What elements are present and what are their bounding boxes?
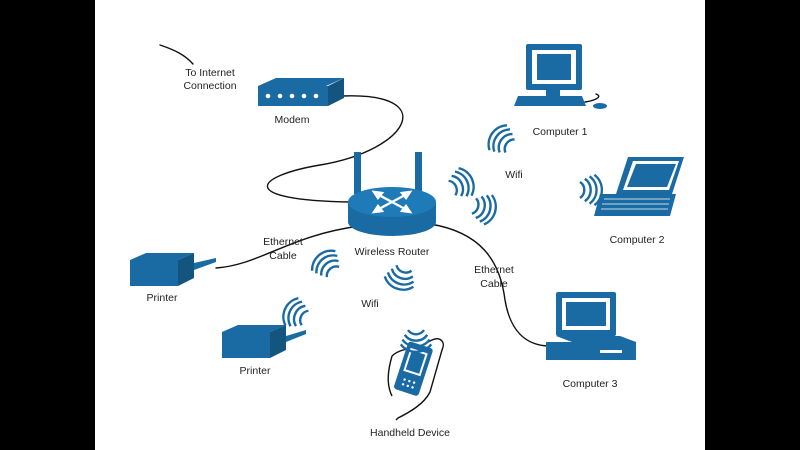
ethernet-left-label-line1: Ethernet [263, 236, 303, 248]
ethernet-left-label-line2: Cable [269, 250, 297, 262]
ethernet-cable-left [215, 225, 361, 269]
modem-router-cable [266, 95, 404, 203]
ethernet-cable-right [429, 223, 549, 347]
computer3-desktop-icon [546, 292, 636, 360]
router-icon [348, 152, 436, 236]
computer1-desktop-icon [514, 44, 607, 109]
laptop-icon [594, 157, 684, 216]
ethernet-right-label-line2: Cable [480, 278, 508, 290]
modem-label: Modem [274, 114, 309, 126]
wifi-label-top: Wifi [505, 169, 523, 181]
computer1-mouse-cable [584, 93, 600, 103]
modem-icon [258, 78, 344, 106]
ethernet-right-label-line1: Ethernet [474, 264, 514, 276]
computer3-label: Computer 3 [563, 378, 618, 390]
internet-label-line2: Connection [183, 80, 236, 92]
printer2-icon [222, 325, 306, 358]
printer1-label: Printer [147, 292, 178, 304]
internet-cable [159, 44, 194, 65]
computer2-label: Computer 2 [610, 234, 665, 246]
printer2-label: Printer [240, 365, 271, 377]
printer1-icon [130, 253, 216, 286]
handheld-label: Handheld Device [370, 427, 450, 439]
router-label: Wireless Router [355, 246, 430, 258]
handheld-device-icon [387, 338, 444, 421]
wifi-label-bottom: Wifi [361, 298, 379, 310]
internet-label-line1: To Internet [185, 67, 235, 79]
computer1-label: Computer 1 [533, 126, 588, 138]
